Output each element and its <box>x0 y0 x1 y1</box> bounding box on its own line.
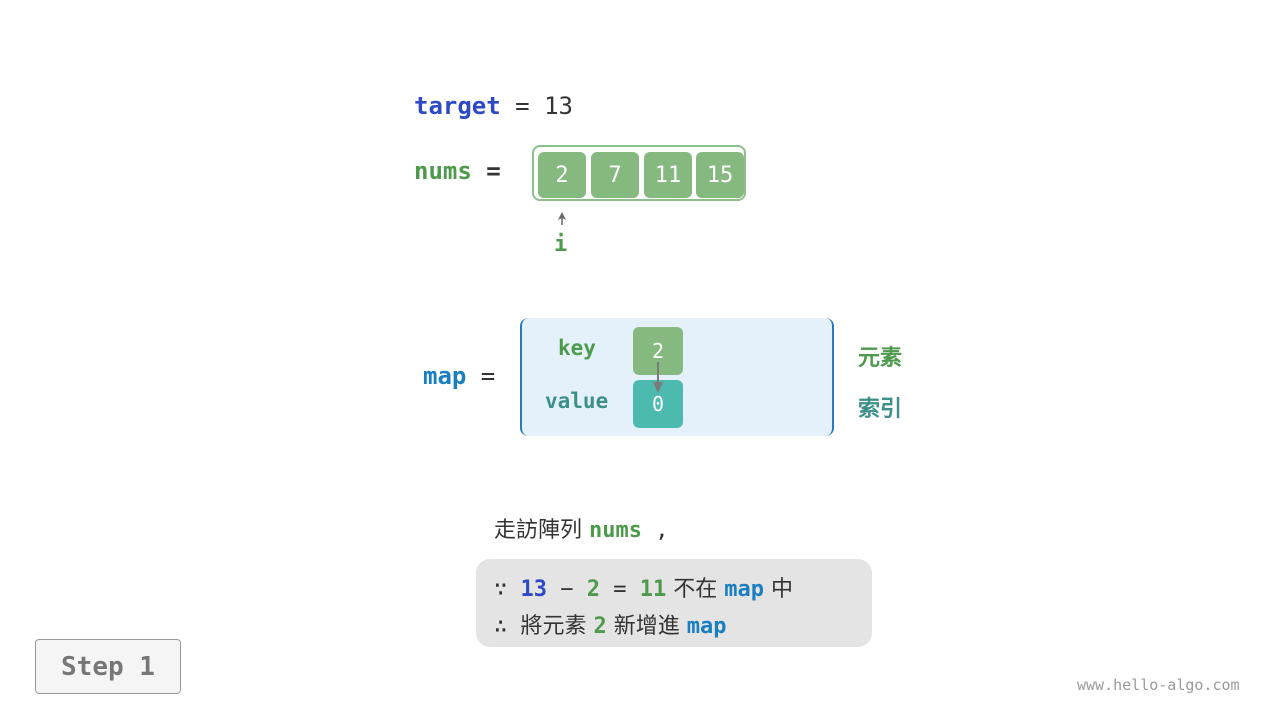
conclusion-map: map <box>686 614 727 639</box>
conclusion-text: 將元素 <box>520 614 594 639</box>
key-caption: 元素 <box>858 346 903 371</box>
step-indicator: Step 1 <box>35 639 181 694</box>
step-description: 走訪陣列 nums , <box>494 512 668 544</box>
map-variable: map <box>423 362 467 390</box>
reason-result: 11 <box>639 577 667 602</box>
map-equals: = <box>466 362 496 390</box>
array-cell: 11 <box>644 152 692 198</box>
reason-line: ∵ 13 − 2 = 11 不在 map 中 <box>494 571 793 603</box>
target-value: 13 <box>544 92 573 120</box>
nums-equals: = <box>471 157 501 185</box>
nums-array: 2 7 11 15 <box>532 145 746 201</box>
array-cell: 2 <box>538 152 586 198</box>
description-tail: , <box>641 518 669 543</box>
reason-map: map <box>724 577 764 602</box>
nums-variable: nums <box>414 157 472 185</box>
reason-tail: 中 <box>764 577 793 602</box>
therefore-symbol: ∴ <box>494 614 521 639</box>
watermark: www.hello-algo.com <box>1077 676 1240 694</box>
conclusion-text-2: 新增進 <box>606 614 687 639</box>
map-label: map = <box>423 362 495 390</box>
value-row-label: value <box>545 389 609 413</box>
target-variable: target <box>414 92 501 120</box>
key-to-value-arrow-icon <box>653 362 663 393</box>
array-cell: 7 <box>591 152 639 198</box>
description-text: 走訪陣列 <box>494 518 589 543</box>
key-row-label: key <box>558 336 596 360</box>
map-key-cell: 2 <box>633 327 683 375</box>
conclusion-element: 2 <box>593 614 607 639</box>
description-variable: nums <box>589 518 642 543</box>
target-statement: target = 13 <box>414 92 573 120</box>
pointer-label: i <box>554 232 568 257</box>
value-caption: 索引 <box>858 397 903 422</box>
reason-target: 13 <box>520 577 548 602</box>
explanation-box: ∵ 13 − 2 = 11 不在 map 中 ∴ 將元素 2 新增進 map <box>476 559 872 647</box>
pointer-arrow-icon <box>558 212 566 225</box>
reason-text: 不在 <box>666 577 725 602</box>
target-equals: = <box>500 92 545 120</box>
nums-label: nums = <box>414 157 501 185</box>
conclusion-line: ∴ 將元素 2 新增進 map <box>494 608 727 640</box>
reason-equals: = <box>600 577 640 602</box>
because-symbol: ∵ <box>494 577 521 602</box>
reason-minus: − <box>547 577 587 602</box>
array-cell: 15 <box>696 152 744 198</box>
reason-element: 2 <box>586 577 600 602</box>
